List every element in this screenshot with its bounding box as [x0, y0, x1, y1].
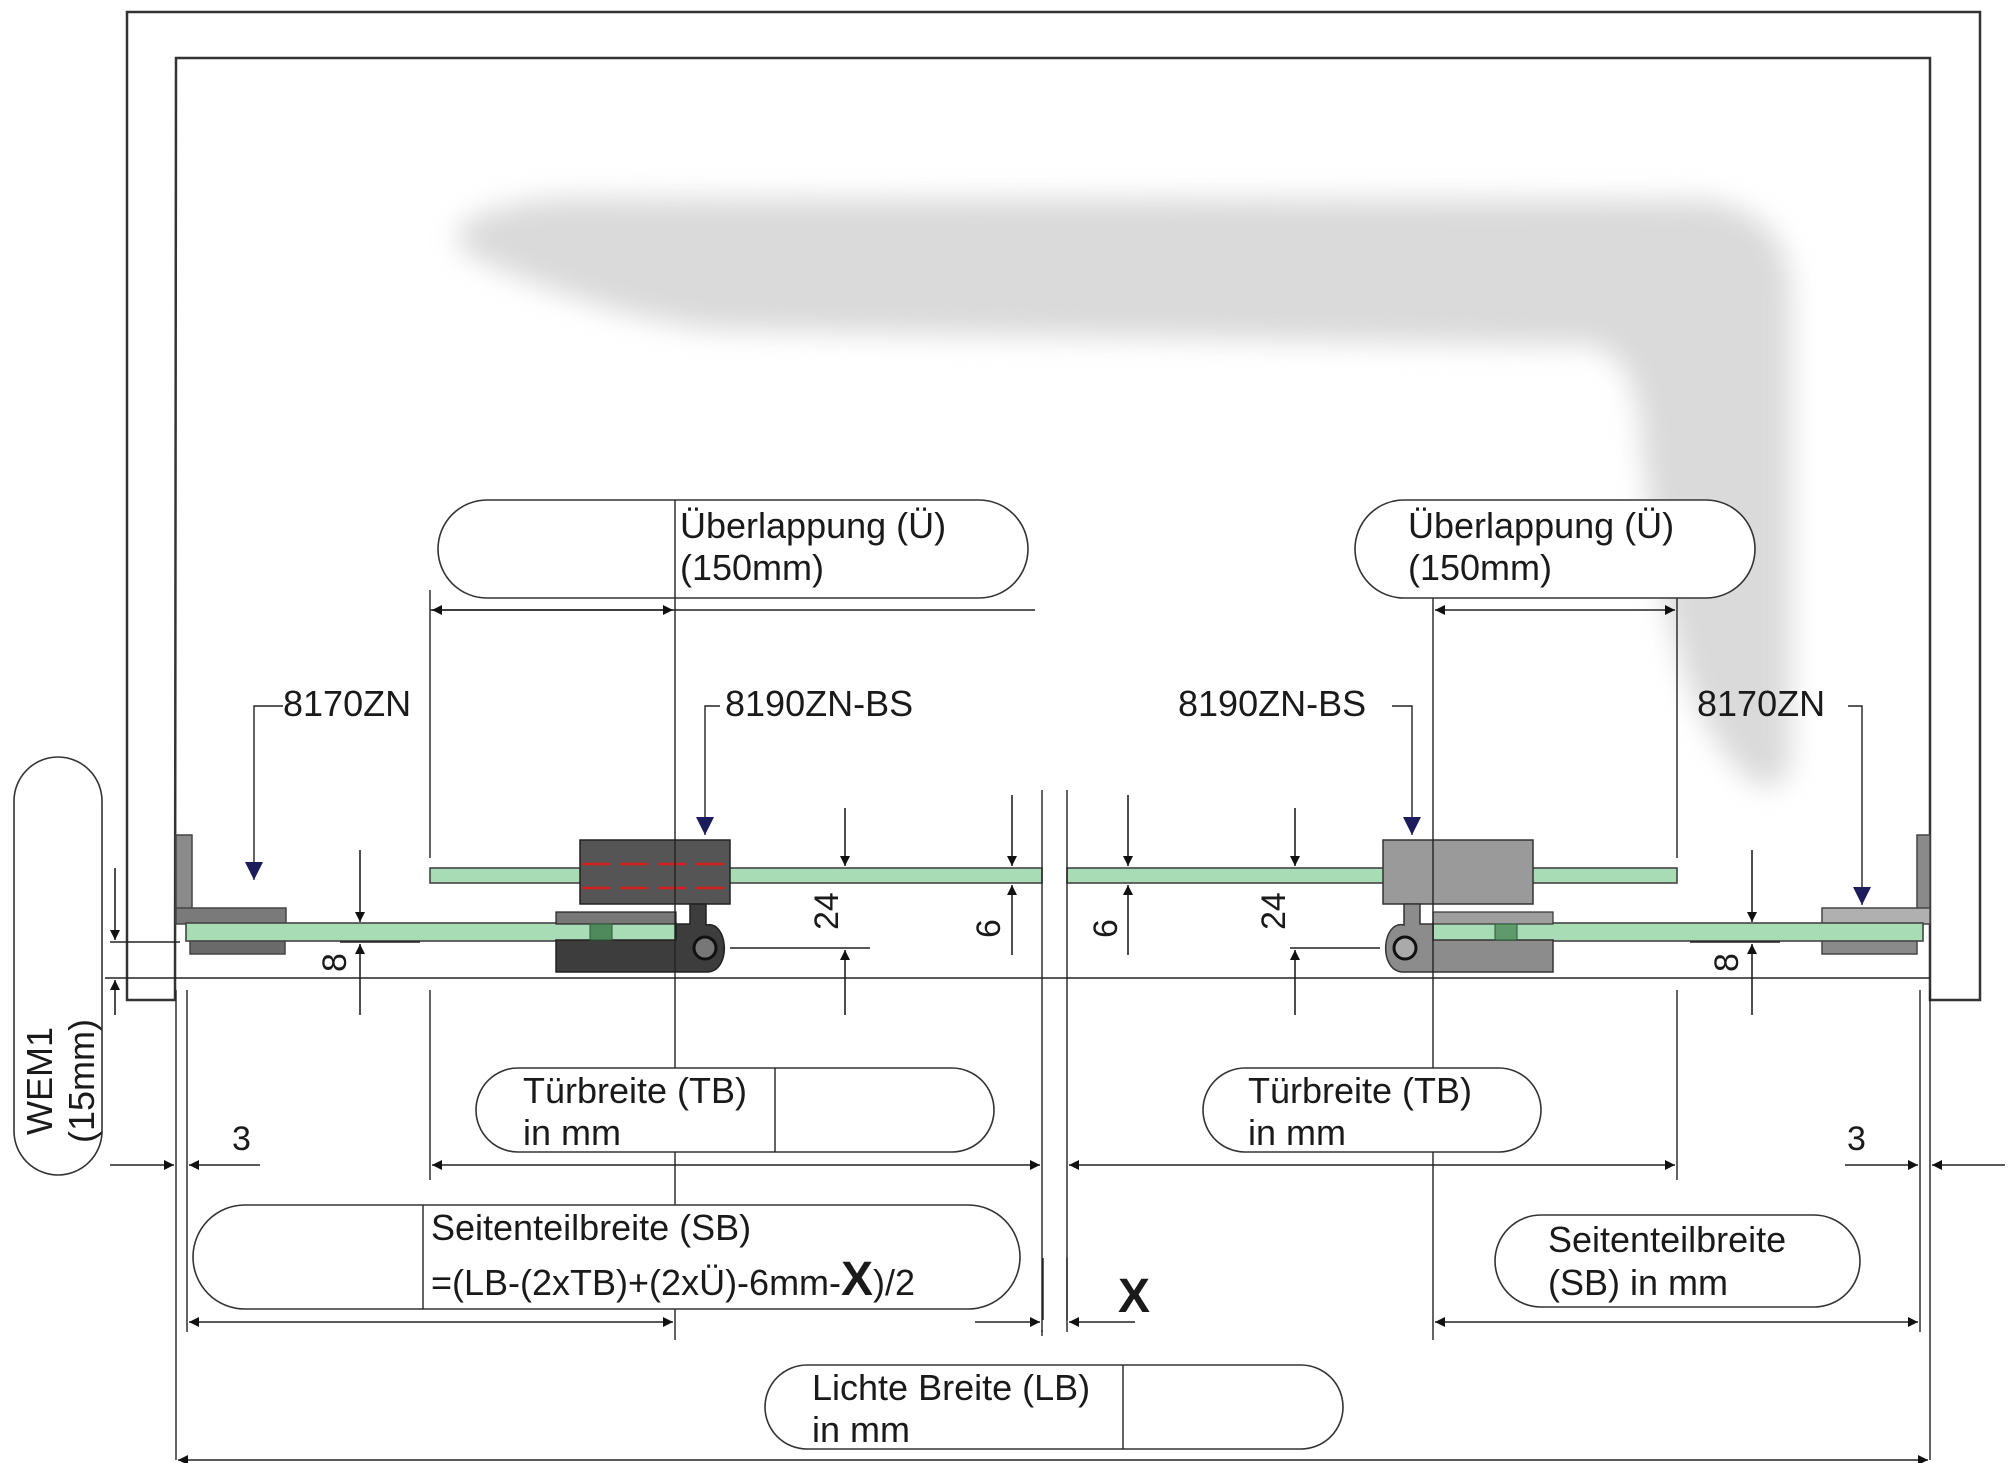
pointer-8170-left: [245, 705, 283, 880]
dim-8-left: 8: [316, 953, 354, 972]
side-panel-pill-left: [192, 1204, 1021, 1310]
pointer-8190-left: [696, 705, 720, 835]
hinge-right: [1382, 839, 1554, 973]
door-glass-right: [1066, 867, 1678, 884]
formula-part-b: )/2: [873, 1262, 915, 1303]
side-panel-unit-right: (SB) in mm: [1548, 1262, 1728, 1303]
wem-value: (15mm): [61, 1019, 102, 1143]
showerhead-shadow: [460, 197, 1790, 787]
door-width-title-right: Türbreite (TB): [1248, 1070, 1472, 1111]
part-label-8170-right: 8170ZN: [1697, 683, 1825, 724]
clear-width-pill: [764, 1364, 1344, 1450]
dim-6-right-text: 6: [1087, 919, 1125, 938]
side-panel-pill-right: [1494, 1214, 1861, 1308]
formula-x: X: [841, 1253, 873, 1306]
door-width-unit-right: in mm: [1248, 1112, 1346, 1153]
vertical-dimensions: [110, 795, 1780, 1015]
clear-width-unit: in mm: [812, 1409, 910, 1450]
dim-6-right: 6: [1087, 919, 1125, 938]
dim-24-right-text: 24: [1255, 892, 1293, 930]
door-glass-left: [429, 867, 1043, 884]
door-width-title-left: Türbreite (TB): [523, 1070, 747, 1111]
formula-part-a: =(LB-(2xTB)+(2xÜ)-6mm-: [431, 1262, 841, 1303]
wem-title: WEM1: [19, 1027, 60, 1135]
clear-width-title: Lichte Breite (LB): [812, 1367, 1090, 1408]
dim-6-left: 6: [970, 919, 1008, 938]
part-label-8170-left: 8170ZN: [283, 683, 411, 724]
side-panel-formula: =(LB-(2xTB)+(2xÜ)-6mm-X)/2: [431, 1253, 915, 1306]
dim-8-right: 8: [1708, 953, 1746, 972]
door-width-pill-left: [475, 1067, 995, 1153]
part-label-8190-right: 8190ZN-BS: [1178, 683, 1366, 724]
door-width-unit-left: in mm: [523, 1112, 621, 1153]
gap-3-label-right: 3: [1847, 1120, 1866, 1158]
overlap-pill-right: [1354, 499, 1756, 599]
pointer-8170-right: [1848, 705, 1871, 905]
dim-8-right-text: 8: [1708, 953, 1746, 972]
dim-8-left-text: 8: [316, 953, 354, 972]
door-width-pill-right: [1202, 1067, 1542, 1153]
wall-outline: [125, 10, 1982, 1002]
overlap-title-left: Überlappung (Ü): [680, 505, 946, 546]
overlap-value-left: (150mm): [680, 547, 824, 588]
dim-24-left-text: 24: [808, 892, 846, 930]
dim-24-left: 24: [808, 892, 846, 930]
pointer-8190-right: [1392, 705, 1421, 835]
part-label-8190-left: 8190ZN-BS: [725, 683, 913, 724]
hinge-left: [555, 839, 731, 973]
overlap-pill-left: [437, 499, 1029, 599]
overlap-title-right: Überlappung (Ü): [1408, 505, 1674, 546]
side-panel-title-right: Seitenteilbreite: [1548, 1219, 1786, 1260]
dim-6-left-text: 6: [970, 919, 1008, 938]
gap-x-label: X: [1118, 1270, 1150, 1323]
side-panel-title-left: Seitenteilbreite (SB): [431, 1207, 751, 1248]
extension-lines: [175, 590, 1931, 1460]
gap-3-label-left: 3: [232, 1120, 251, 1158]
overlap-value-right: (150mm): [1408, 547, 1552, 588]
wem-label: WEM1 (15mm): [19, 1019, 102, 1143]
wem-pill: [13, 756, 103, 1176]
dim-24-right: 24: [1255, 892, 1293, 930]
